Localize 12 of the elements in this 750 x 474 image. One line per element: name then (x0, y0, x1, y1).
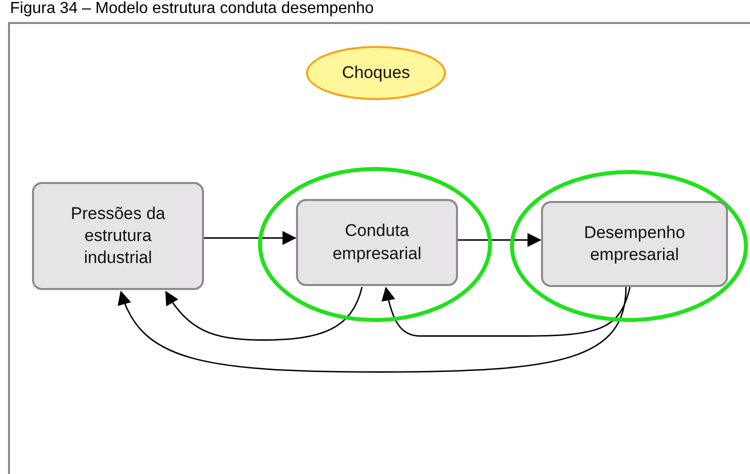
arrow (382, 286, 631, 337)
process-box: Conduta empresarial (296, 199, 458, 286)
arrow (118, 286, 627, 373)
highlight-ellipse (258, 167, 492, 322)
highlight-ellipse (510, 170, 748, 322)
arrow (458, 233, 542, 247)
process-box: Desempenho empresarial (541, 201, 728, 287)
arrow (204, 231, 296, 245)
figure-title: Figura 34 – Modelo estrutura conduta desempenho (10, 0, 374, 18)
arrow (165, 286, 363, 341)
event-ellipse: Choques (306, 46, 446, 100)
process-box: Pressões da estrutura industrial (32, 182, 204, 290)
